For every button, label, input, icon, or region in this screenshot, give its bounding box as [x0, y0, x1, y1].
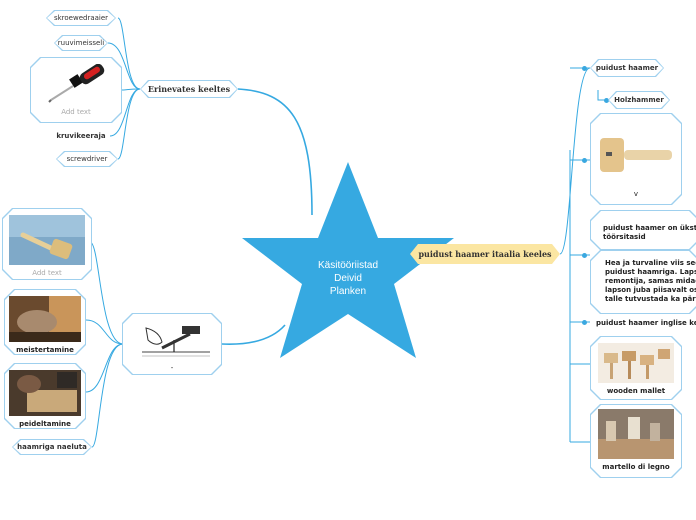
wooden-mallet-image	[596, 126, 676, 186]
card-text-ukst[interactable]: puidust haamer on ükst töörsitasid	[590, 210, 696, 250]
peideltamine-image	[9, 370, 81, 416]
card-peideltamine[interactable]: peideltamine	[4, 363, 86, 429]
hammer-nail-image	[132, 320, 212, 360]
leaf-puidust-haamer-label: puidust haamer	[591, 60, 663, 76]
leaf-holzhammer[interactable]: Holzhammer	[608, 91, 670, 109]
card-wooden-mallet[interactable]: wooden mallet	[590, 336, 682, 400]
leaf-haamriga-naeluta-label: haamriga naeluta	[13, 440, 91, 454]
center-title-line1: Käsitööriistad	[318, 260, 378, 271]
card-wooden-mallet-image[interactable]: v	[590, 113, 682, 205]
leaf-inglise-keeles[interactable]: puidust haamer inglise keeles	[596, 319, 696, 327]
leaf-holzhammer-label: Holzhammer	[609, 92, 669, 108]
leaf-skroewedraaier[interactable]: skroewedraaier	[46, 10, 116, 26]
card-screwdriver-caption: Add text	[61, 108, 91, 116]
text-turvaline-line5: talle tutvustada ka päris	[605, 295, 696, 303]
leaf-ruuvimeisseli[interactable]: ruuvimeisseli	[54, 35, 108, 51]
card-text-turvaline[interactable]: Hea ja turvaline viis seda puidust haamr…	[590, 250, 696, 314]
center-title-line3: Planken	[330, 286, 366, 297]
card-hammer-nail[interactable]: -	[122, 313, 222, 375]
leaf-haamriga-naeluta[interactable]: haamriga naeluta	[12, 439, 92, 455]
mallet-image	[9, 215, 85, 265]
leaf-screwdriver-label: screwdriver	[57, 152, 117, 166]
branch-erinevates-keeltes-label: Erinevates keeltes	[141, 81, 237, 97]
card-martello-label: martello di legno	[602, 463, 670, 471]
connector-dot	[582, 253, 587, 258]
card-meistertamine-caption: meistertamine	[16, 346, 74, 354]
card-wooden-mallet-caption: v	[633, 190, 639, 198]
leaf-kruvikeeraja-label: kruvikeeraja	[53, 129, 109, 143]
center-title-line2: Deivid	[334, 273, 362, 284]
branch-itaalia-keeles-label: puidust haamer itaalia keeles	[411, 245, 559, 263]
text-turvaline-line4: lapson juba piisavalt osav	[605, 286, 695, 294]
branch-itaalia-keeles[interactable]: puidust haamer itaalia keeles	[410, 244, 560, 264]
wooden-mallets-image	[598, 343, 674, 383]
text-turvaline-line1: Hea ja turvaline viis seda	[605, 259, 696, 267]
martello-image	[598, 409, 674, 459]
card-mallet-add-text[interactable]: Add text	[2, 208, 92, 280]
connector-dot	[582, 66, 587, 71]
card-mallet-caption: Add text	[32, 269, 62, 277]
card-peideltamine-caption: peideltamine	[19, 420, 71, 428]
connector-dot	[604, 98, 609, 103]
leaf-skroewedraaier-label: skroewedraaier	[47, 11, 115, 25]
star-shape	[242, 162, 454, 358]
leaf-ruuvimeisseli-label: ruuvimeisseli	[55, 36, 107, 50]
text-ukst-line2: töörsitasid	[603, 233, 646, 241]
leaf-kruvikeeraja[interactable]: kruvikeeraja	[52, 128, 110, 144]
leaf-screwdriver[interactable]: screwdriver	[56, 151, 118, 167]
branch-erinevates-keeltes[interactable]: Erinevates keeltes	[140, 80, 238, 98]
card-screwdriver-image[interactable]: Add text	[30, 57, 122, 123]
text-turvaline-line2: puidust haamriga. Lapss	[605, 268, 696, 276]
connector-dot	[582, 320, 587, 325]
connector-dot	[582, 158, 587, 163]
meistertamine-image	[9, 296, 81, 342]
card-meistertamine[interactable]: meistertamine	[4, 289, 86, 355]
card-hammer-caption: -	[170, 364, 174, 372]
central-star[interactable]: Käsitööriistad Deivid Planken	[240, 160, 456, 360]
screwdriver-image	[41, 64, 111, 104]
card-martello[interactable]: martello di legno	[590, 404, 682, 478]
text-turvaline-line3: remontija, samas midagi	[605, 277, 696, 285]
card-wooden-mallet-label: wooden mallet	[606, 387, 666, 395]
leaf-puidust-haamer[interactable]: puidust haamer	[590, 59, 664, 77]
text-ukst-line1: puidust haamer on ükst	[603, 224, 696, 232]
